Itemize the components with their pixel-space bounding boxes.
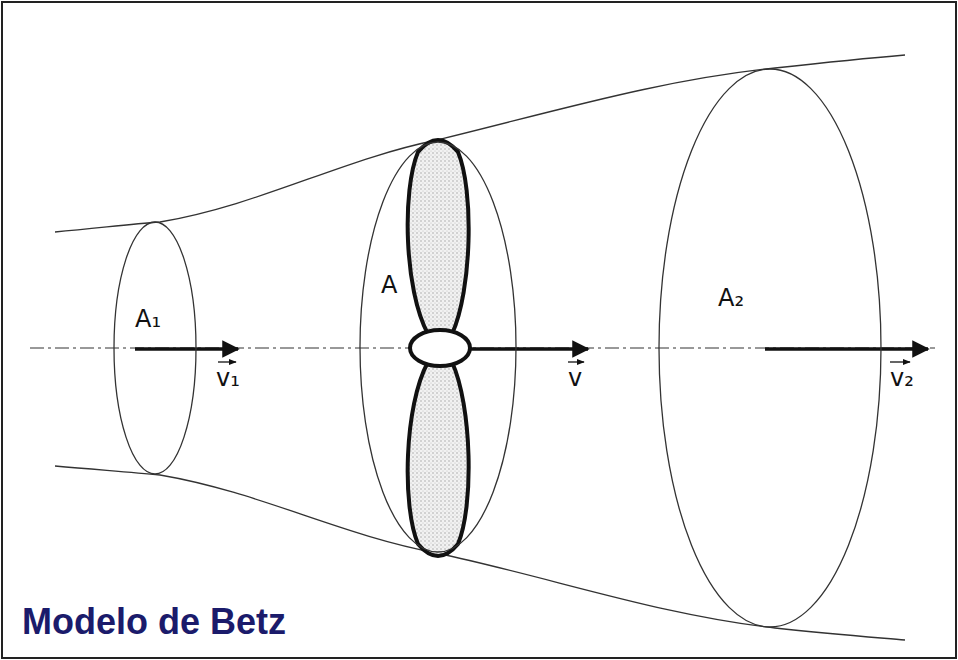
velocity-arrow [135,347,238,351]
area-label: A₁ [135,307,161,331]
area-section: A₂ [658,68,882,628]
axis-line [30,348,935,349]
section-outline [114,222,196,474]
section-outline [360,142,516,552]
velocity-label: v [568,366,582,390]
vector-mark [218,361,236,362]
area-label: A₂ [718,286,744,310]
section-ellipse [359,141,517,553]
diagram-title: Modelo de Betz [22,604,286,640]
area-section: A [359,141,517,553]
section-ellipse [113,221,197,475]
vector-mark [568,361,584,362]
velocity-label: v₁ [216,366,240,390]
velocity-label: v₂ [890,366,914,390]
rotor-blade [408,362,469,556]
velocity-arrow [765,347,928,351]
streamtube-upper [55,55,905,232]
section-outline [659,69,881,627]
section-ellipse [658,68,882,628]
area-section: A₁ [113,221,197,475]
vector-mark [890,361,910,362]
rotor-blade [408,140,469,334]
area-label: A [381,273,397,297]
rotor-hub [410,330,470,366]
velocity-arrow [470,347,588,351]
